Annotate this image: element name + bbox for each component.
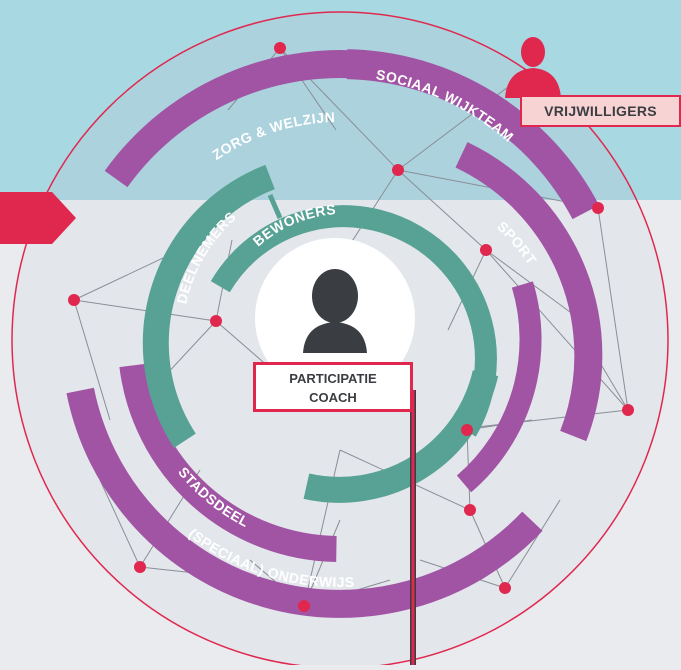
- node: [274, 42, 286, 54]
- node: [622, 404, 634, 416]
- arc-stadsdeel: [119, 363, 337, 562]
- node: [480, 244, 492, 256]
- node: [134, 561, 146, 573]
- arc-sport-inner: [456, 281, 542, 493]
- outer-ring: [66, 49, 603, 618]
- node: [464, 504, 476, 516]
- volunteer-person-icon: [505, 37, 561, 98]
- arc-speciaal-onderwijs: [66, 387, 543, 618]
- center-person-icon: [303, 269, 367, 353]
- volunteers-label: VRIJWILLIGERS: [544, 103, 657, 119]
- arc-bewoners: [210, 205, 497, 437]
- volunteers-tag: VRIJWILLIGERS: [520, 95, 681, 127]
- arc-sport: [455, 142, 603, 442]
- arc-deelnemers: [142, 164, 275, 448]
- arrow-pointer: [0, 192, 76, 244]
- arc-bewoners-inner: [303, 370, 499, 503]
- node: [392, 164, 404, 176]
- node: [68, 294, 80, 306]
- inner-ring: [142, 164, 499, 503]
- node: [499, 582, 511, 594]
- coach-label-line2: COACH: [309, 390, 357, 405]
- node: [592, 202, 604, 214]
- node: [210, 315, 222, 327]
- coach-label-line1: PARTICIPATIE: [289, 371, 377, 386]
- network-nodes: [68, 42, 634, 612]
- arc-zorg-welzijn: [104, 50, 398, 188]
- arc-connector: [267, 194, 283, 219]
- node: [298, 600, 310, 612]
- node: [461, 424, 473, 436]
- coach-tag: PARTICIPATIE COACH: [253, 362, 413, 412]
